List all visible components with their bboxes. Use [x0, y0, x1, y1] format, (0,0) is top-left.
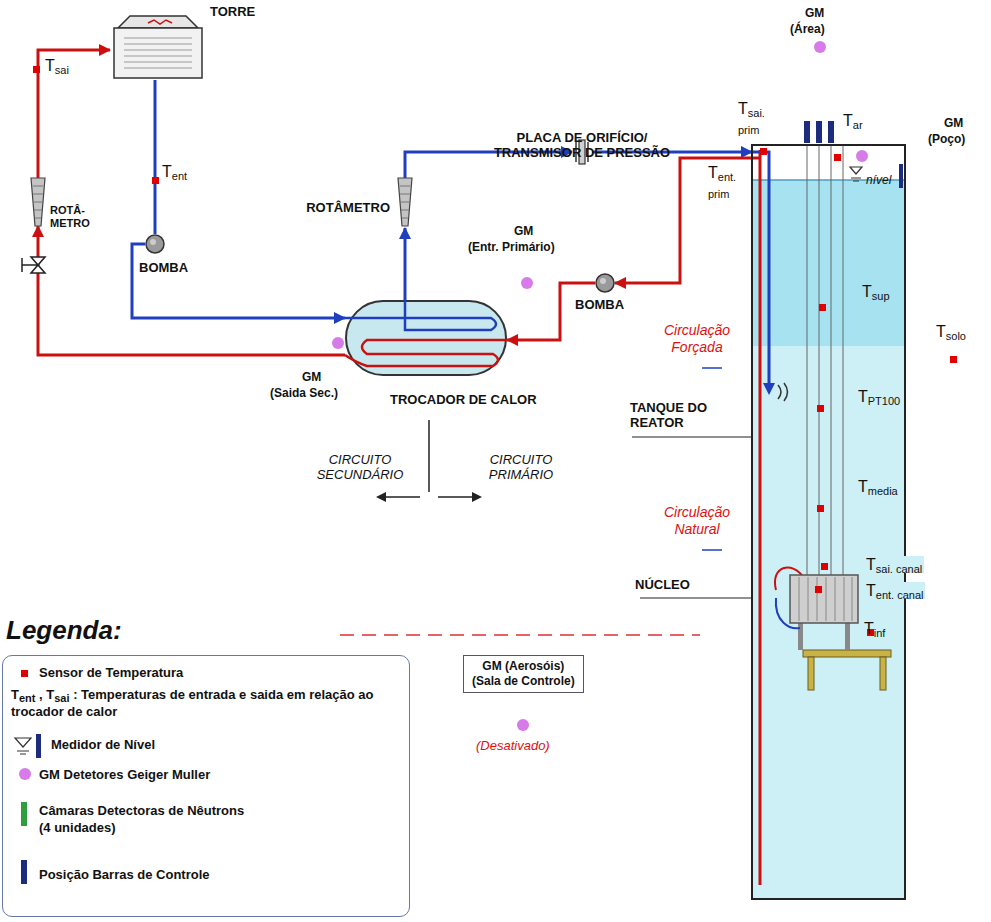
subscript: sai. canal — [876, 563, 922, 575]
orifice-plate: PLACA DE ORIFÍCIO/ TRANSMISOR DE PRESSÃO — [572, 140, 592, 164]
legend-text: Tent , Tsai : Temperaturas de entrada e … — [11, 686, 403, 720]
subscript: PT100 — [868, 395, 900, 407]
legend-swatch — [21, 670, 28, 677]
temperature-label: Tmedia — [858, 478, 898, 495]
legend-text: GM Detetores Geiger Muller — [39, 766, 210, 783]
rotameter-shape — [398, 178, 412, 228]
pump: BOMBA — [595, 273, 615, 293]
legend-box: Sensor de TemperaturaTent , Tsai : Tempe… — [2, 655, 410, 917]
temperature-label: TPT100 — [858, 388, 900, 405]
legend-text: Câmaras Detectoras de Nêutrons (4 unidad… — [39, 802, 249, 836]
node-label: TORRE — [210, 4, 255, 19]
node-label: BOMBA — [139, 260, 188, 275]
node-label: NÚCLEO — [635, 577, 690, 592]
subscript: ar — [853, 119, 863, 131]
heat-exchanger-shape — [345, 300, 507, 376]
node-label: ROTÂMETRO — [306, 200, 390, 215]
detector-label: GM — [302, 370, 321, 385]
detector-label: (Saida Sec.) — [270, 386, 338, 401]
subscript: media — [868, 485, 898, 497]
rotameter-shape — [31, 178, 45, 226]
subscript: sup — [872, 290, 890, 302]
reactor-core: NÚCLEO — [788, 575, 860, 625]
temperature-label: Tar — [843, 112, 863, 129]
node-label: PLACA DE ORIFÍCIO/ TRANSMISOR DE PRESSÃO — [482, 130, 682, 160]
rotameter: ROTÂ- METRO — [31, 178, 45, 226]
pipe — [615, 158, 752, 283]
pump-shape — [145, 234, 165, 254]
legend-swatch — [21, 860, 27, 884]
control-rods — [804, 121, 834, 143]
temperature-label: Tsup — [862, 283, 890, 300]
pipe — [38, 226, 345, 355]
subscript: ent — [19, 692, 36, 704]
pump-shape — [595, 273, 615, 293]
node-label: ROTÂ- METRO — [50, 204, 98, 230]
level-meter-symbol — [13, 734, 45, 758]
legend-text: Sensor de Temperatura — [39, 664, 183, 681]
pipe — [132, 244, 345, 318]
temperature-label: Tinf — [864, 620, 885, 637]
reactor-tank-shape — [752, 145, 905, 900]
legend-text: Medidor de Nível — [51, 736, 155, 753]
subscript: sai. prim — [738, 107, 765, 136]
temperature-label: Tent. canal — [864, 582, 925, 599]
annotation: (Desativado) — [476, 738, 550, 753]
legend-swatch — [19, 768, 31, 780]
detector-label: (Área) — [790, 22, 825, 37]
node-label: TANQUE DO REATOR — [630, 400, 738, 430]
subscript: ent. prim — [708, 171, 736, 200]
legend-text: Posição Barras de Controle — [39, 866, 210, 883]
legend-swatch — [21, 802, 27, 826]
pipe — [404, 228, 407, 300]
temperature-label: Tsolo — [936, 323, 966, 340]
annotation: Circulação Natural — [652, 504, 742, 538]
subscript: inf — [874, 627, 886, 639]
control-room-box: GM (Aerosóis)(Sala de Controle) — [463, 655, 584, 693]
annotation: Legenda: — [6, 615, 122, 645]
underline — [702, 549, 722, 551]
node-label: TROCADOR DE CALOR — [390, 392, 537, 407]
node-label: (Sala de Controle) — [472, 674, 575, 689]
temperature-label: Tent. prim — [708, 164, 750, 198]
detector-label: GM — [805, 6, 824, 21]
annotation: nível — [866, 173, 891, 188]
annotation: Circulação Forçada — [652, 322, 742, 356]
detector-label: (Poço) — [928, 132, 965, 147]
subscript: solo — [946, 330, 966, 342]
temperature-label: Tsai. prim — [738, 100, 780, 134]
node-label: GM (Aerosóis) — [472, 659, 575, 674]
heat-exchanger: TROCADOR DE CALOR — [345, 300, 507, 376]
reactor-core-shape — [788, 575, 860, 625]
subscript: sai — [54, 692, 69, 704]
cooling-tower: TORRE — [110, 14, 206, 80]
detector-label: (Entr. Primário) — [468, 240, 555, 255]
reactor-tank: TANQUE DO REATORNÚCLEO — [752, 145, 905, 900]
pipe — [154, 80, 157, 234]
pipe — [38, 50, 110, 178]
leader-line — [632, 436, 752, 437]
rotameter: ROTÂMETRO — [398, 178, 412, 228]
detector-label: GM — [514, 224, 533, 239]
temperature-label: Tsai — [45, 57, 69, 74]
subscript: sai — [55, 64, 69, 76]
cooling-tower-shape — [110, 14, 206, 80]
detector-label: GM — [944, 116, 963, 131]
pump: BOMBA — [145, 234, 165, 254]
temperature-label: Tent — [162, 163, 187, 180]
underline — [702, 367, 722, 369]
circuit-divider — [376, 420, 482, 502]
annotation: CIRCUITO PRIMÁRIO — [466, 452, 576, 482]
node-label: BOMBA — [575, 297, 624, 312]
subscript: ent — [172, 170, 187, 182]
temperature-label: Tsai. canal — [864, 556, 924, 573]
dashed-divider — [340, 634, 700, 636]
annotation: CIRCUITO SECUNDÁRIO — [300, 452, 420, 482]
subscript: ent. canal — [876, 589, 924, 601]
